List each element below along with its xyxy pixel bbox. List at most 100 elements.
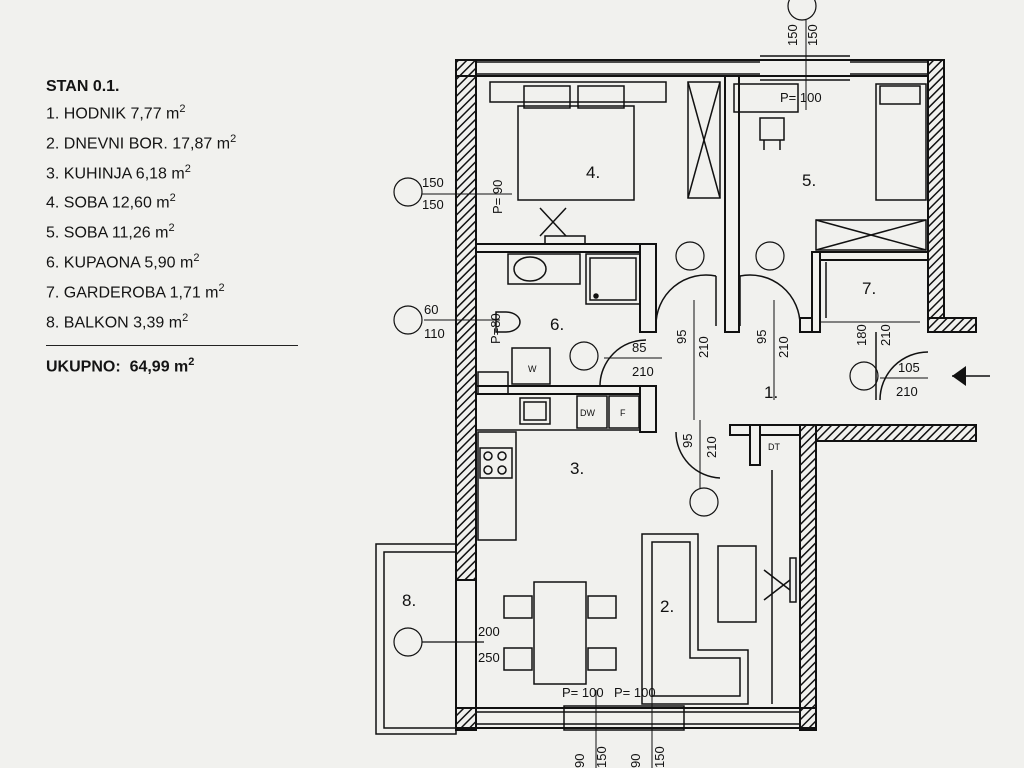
north-windows bbox=[476, 55, 928, 81]
tv bbox=[789, 557, 797, 603]
svg-text:150: 150 bbox=[805, 24, 820, 46]
south-west-corner bbox=[455, 707, 477, 729]
legend-room-8: 8. BALKON 3,39 m2 bbox=[46, 311, 189, 332]
appliance-labels: W DW F DT bbox=[528, 364, 780, 452]
room-number-6: 6. bbox=[550, 315, 564, 334]
door-room4 bbox=[655, 274, 717, 327]
svg-text:210: 210 bbox=[896, 384, 918, 399]
room-legend: STAN 0.1. 1. HODNIK 7,77 m2 2. DNEVNI BO… bbox=[46, 78, 298, 376]
legend-room-5: 5. SOBA 11,26 m2 bbox=[46, 222, 175, 242]
room-number-8: 8. bbox=[402, 591, 416, 610]
svg-text:200: 200 bbox=[478, 624, 500, 639]
door-bathroom bbox=[599, 339, 647, 387]
outlet-markers bbox=[393, 0, 879, 657]
legend-total: UKUPNO: 64,99 m2 bbox=[46, 355, 195, 375]
coffee-table bbox=[717, 545, 757, 623]
legend-divider bbox=[46, 344, 298, 346]
dryer-label: DT bbox=[768, 442, 780, 452]
svg-text:150: 150 bbox=[422, 175, 444, 190]
kitchen-sink bbox=[519, 397, 551, 425]
room-numbers: 4. 5. 6. 7. 1. 3. 2. 8. bbox=[402, 163, 876, 616]
svg-text:60: 60 bbox=[424, 302, 438, 317]
svg-text:90: 90 bbox=[572, 754, 587, 768]
svg-text:P= 100: P= 100 bbox=[780, 90, 822, 105]
kitchen-counters bbox=[475, 371, 641, 541]
door-kitchen bbox=[675, 431, 721, 479]
svg-text:150: 150 bbox=[594, 746, 609, 768]
east-wall bbox=[927, 59, 945, 319]
legend-room-7: 7. GARDEROBA 1,71 m2 bbox=[46, 281, 225, 302]
svg-text:210: 210 bbox=[704, 436, 719, 458]
room-number-3: 3. bbox=[570, 459, 584, 478]
svg-text:95: 95 bbox=[754, 330, 769, 344]
cooktop bbox=[479, 447, 513, 479]
svg-text:P= 100: P= 100 bbox=[614, 685, 656, 700]
wall-lamp bbox=[544, 235, 586, 245]
wardrobe bbox=[687, 81, 721, 199]
room-number-7: 7. bbox=[862, 279, 876, 298]
south-wall-outline bbox=[455, 707, 817, 729]
chair-1 bbox=[503, 595, 533, 619]
desk bbox=[733, 83, 799, 113]
entry-wall-top bbox=[927, 317, 977, 333]
room-number-1: 1. bbox=[764, 383, 778, 402]
svg-text:105: 105 bbox=[898, 360, 920, 375]
door-swings bbox=[599, 274, 929, 479]
living-furniture bbox=[503, 470, 797, 705]
room-number-2: 2. bbox=[660, 597, 674, 616]
svg-text:95: 95 bbox=[680, 434, 695, 448]
utility-cabinet bbox=[477, 371, 509, 395]
svg-text:150: 150 bbox=[652, 746, 667, 768]
chair-3 bbox=[587, 595, 617, 619]
svg-text:95: 95 bbox=[674, 330, 689, 344]
chair-2 bbox=[503, 647, 533, 671]
double-bed bbox=[517, 105, 635, 201]
svg-text:150: 150 bbox=[422, 197, 444, 212]
bedroom-4-furniture bbox=[489, 81, 721, 245]
living-east-wall bbox=[799, 424, 817, 731]
svg-text:210: 210 bbox=[878, 324, 893, 346]
legend-room-6: 6. KUPAONA 5,90 m2 bbox=[46, 252, 200, 272]
door-room5 bbox=[739, 274, 801, 327]
sink bbox=[513, 256, 547, 282]
chair bbox=[759, 117, 785, 141]
legend-title: STAN 0.1. bbox=[46, 78, 120, 95]
svg-text:85: 85 bbox=[632, 340, 646, 355]
shower-tray bbox=[585, 253, 641, 305]
svg-text:210: 210 bbox=[776, 336, 791, 358]
wardrobe-5 bbox=[815, 219, 927, 251]
svg-text:90: 90 bbox=[628, 754, 643, 768]
bedroom-5-furniture bbox=[733, 83, 927, 251]
corner-sofa bbox=[641, 533, 749, 705]
door-entry bbox=[879, 351, 929, 401]
south-windows bbox=[476, 705, 800, 731]
svg-text:P=80: P=80 bbox=[488, 313, 503, 344]
kitchen-side-counter bbox=[477, 431, 517, 541]
toilet bbox=[495, 311, 521, 333]
svg-text:210: 210 bbox=[632, 364, 654, 379]
dishwasher bbox=[576, 395, 608, 429]
washer-label: W bbox=[528, 364, 537, 374]
entry-arrow-icon bbox=[952, 366, 990, 386]
svg-text:250: 250 bbox=[478, 650, 500, 665]
svg-text:P= 90: P= 90 bbox=[490, 180, 505, 214]
dining-table bbox=[533, 581, 587, 685]
legend-room-2: 2. DNEVNI BOR. 17,87 m2 bbox=[46, 132, 237, 153]
legend-room-1: 1. HODNIK 7,77 m2 bbox=[46, 103, 186, 123]
balcony bbox=[375, 543, 457, 735]
room-number-4: 4. bbox=[586, 163, 600, 182]
interior-walls bbox=[475, 75, 929, 466]
bathroom-fixtures bbox=[495, 253, 641, 385]
fridge bbox=[608, 395, 640, 429]
room-number-5: 5. bbox=[802, 171, 816, 190]
fridge-label: F bbox=[620, 408, 626, 418]
dimension-labels: 150 150 P= 100 150 150 P= 90 60 110 P=80… bbox=[422, 20, 928, 768]
legend-room-3: 3. KUHINJA 6,18 m2 bbox=[46, 162, 191, 182]
svg-text:150: 150 bbox=[785, 24, 800, 46]
svg-text:110: 110 bbox=[424, 326, 445, 341]
kitchen-top-counter bbox=[475, 393, 641, 431]
hall-south-wall bbox=[799, 424, 977, 442]
svg-text:P= 100: P= 100 bbox=[562, 685, 604, 700]
svg-text:210: 210 bbox=[696, 336, 711, 358]
